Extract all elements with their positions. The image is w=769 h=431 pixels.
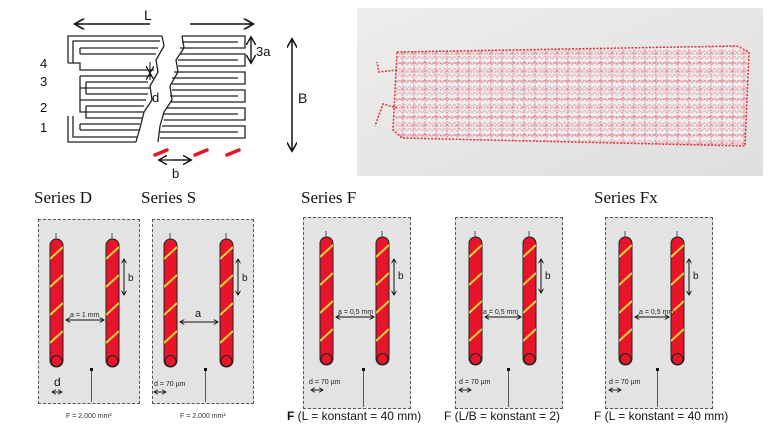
label-d: d = 70 µm bbox=[459, 379, 491, 386]
label-d: d bbox=[54, 375, 61, 389]
electrode-diagram-series-fx: b a = 0,5 mm d = 70 µm bbox=[605, 231, 699, 407]
label-b: b bbox=[398, 271, 404, 282]
right-cut-edge bbox=[157, 35, 185, 143]
label-d: d = 70 µm bbox=[154, 381, 186, 388]
electrode-rod-left bbox=[163, 238, 178, 368]
label-b: b bbox=[545, 271, 551, 282]
label-L: L bbox=[144, 8, 152, 23]
electrode-rod-right bbox=[375, 236, 390, 366]
left-comb bbox=[67, 35, 162, 143]
electrode-diagram-ratio: b a = 0,5 mm d = 70 µm bbox=[455, 231, 551, 407]
electrode-diagram-series-d: b a = 1 mm d bbox=[49, 233, 134, 402]
caption-series-ratio: F (L/B = konstant = 2) bbox=[444, 409, 561, 423]
label-b: b bbox=[242, 273, 248, 284]
electrode-rod-left bbox=[49, 238, 64, 368]
left-cut-edge bbox=[135, 35, 165, 143]
red-contact-marks bbox=[153, 148, 241, 157]
electrode-rod-right bbox=[219, 238, 234, 368]
electrode-rod-right bbox=[522, 236, 537, 366]
panel-title-series-f: Series F bbox=[301, 188, 357, 207]
label-3a: 3a bbox=[256, 44, 271, 59]
electrode-rod-right bbox=[670, 236, 685, 366]
label-a: a = 0,5 mm bbox=[483, 309, 518, 316]
label-b: b bbox=[693, 271, 699, 282]
electrode-rod-right bbox=[105, 238, 120, 368]
label-B: B bbox=[298, 90, 307, 106]
caption-series-s: F = 2.000 mm² bbox=[180, 413, 226, 420]
label-a: a = 0,5 mm bbox=[639, 309, 674, 316]
right-comb bbox=[160, 35, 246, 139]
interdigitated-diagram: L 3a B bbox=[40, 8, 307, 181]
label-a: a bbox=[195, 308, 202, 320]
electrode-diagram-series-f: b a = 0,5 mm d = 70 µm bbox=[309, 231, 404, 407]
electrode-rod-left bbox=[618, 236, 633, 366]
caption-text: (L = konstant = 40 mm) bbox=[294, 409, 422, 423]
layer-number-2: 2 bbox=[40, 100, 47, 115]
layer-number-3: 3 bbox=[40, 74, 47, 89]
layer-number-4: 4 bbox=[40, 56, 47, 71]
lead-wire-bottom bbox=[374, 103, 398, 127]
label-a: a = 1 mm bbox=[70, 312, 100, 319]
electrode-diagram-series-s: b a d = 70 µm bbox=[152, 233, 248, 402]
caption-series-f: F (L = konstant = 40 mm) bbox=[287, 409, 421, 423]
label-b: b bbox=[172, 166, 179, 181]
electrode-rod-left bbox=[319, 236, 334, 366]
knitted-fabric-photo bbox=[357, 8, 763, 176]
label-d: d = 70 µm bbox=[609, 379, 641, 386]
label-b: b bbox=[128, 273, 134, 284]
panel-title-series-d: Series D bbox=[34, 188, 93, 207]
label-d: d bbox=[152, 90, 159, 105]
layer-number-1: 1 bbox=[40, 120, 47, 135]
label-a: a = 0,5 mm bbox=[338, 309, 373, 316]
lead-wire-top bbox=[376, 61, 398, 73]
electrode-rod-left bbox=[468, 236, 483, 366]
panel-title-series-fx: Series Fx bbox=[594, 188, 658, 207]
panel-title-series-s: Series S bbox=[141, 188, 197, 207]
caption-bold-F: F bbox=[287, 409, 295, 423]
caption-series-d: F = 2.000 mm² bbox=[66, 413, 112, 420]
caption-series-fx: F (L = konstant = 40 mm) bbox=[594, 409, 729, 423]
label-d: d = 70 µm bbox=[309, 379, 341, 386]
